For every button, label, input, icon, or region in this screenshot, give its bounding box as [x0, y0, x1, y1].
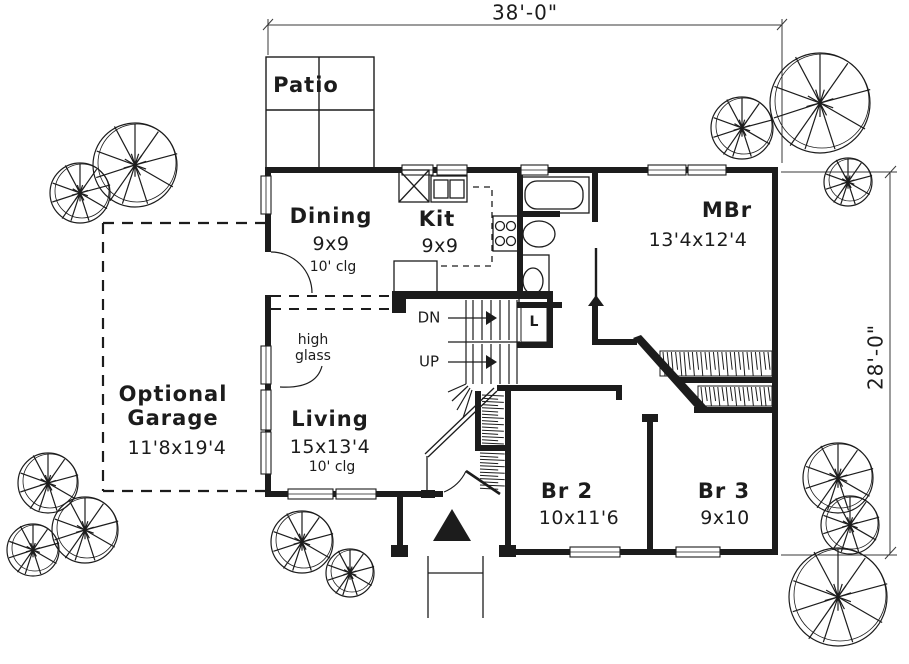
room-size-bedroom-2: 10x11'6	[538, 507, 620, 530]
tree-icon	[820, 495, 880, 555]
room-label-patio: Patio	[273, 72, 339, 97]
room-label-living: Living	[291, 406, 369, 431]
linen-closet-label: L	[529, 313, 539, 330]
room-size-garage: 11'8x19'4	[127, 437, 227, 460]
porch-steps	[427, 556, 484, 618]
closet-hatching	[479, 350, 773, 490]
bathtub-icon	[520, 176, 590, 214]
tree-icon	[92, 122, 178, 208]
room-ceiling-dining: 10' clg	[309, 258, 357, 275]
kitchen-fixtures	[393, 169, 520, 295]
sink-icon	[398, 169, 430, 203]
front-door-leaf	[465, 469, 501, 496]
room-ceiling-living: 10' clg	[308, 458, 356, 475]
tree-icon	[802, 442, 874, 514]
room-size-bedroom-3: 9x10	[700, 507, 750, 530]
room-size-master-bedroom: 13'4x12'4	[648, 229, 748, 252]
tree-icon	[823, 157, 873, 207]
room-size-living: 15x13'4	[289, 436, 371, 459]
room-label-kitchen: Kit	[418, 206, 456, 231]
room-size-kitchen: 9x9	[421, 235, 459, 258]
stove-icon	[430, 175, 468, 203]
tree-icon	[6, 523, 60, 577]
garage-door-arc	[270, 251, 313, 294]
stairs-up-label: UP	[418, 352, 440, 371]
bath-fixtures	[518, 176, 590, 306]
room-label-garage: Optional Garage	[118, 381, 228, 430]
linen-closet-box	[520, 302, 548, 343]
room-size-dining: 9x9	[312, 233, 350, 256]
tree-icon	[325, 548, 375, 598]
vanity-icon	[518, 254, 550, 306]
tree-icon	[270, 510, 334, 574]
height-dimension-label: 28'-0"	[863, 323, 888, 391]
tree-icon	[710, 96, 774, 160]
room-label-bedroom-2: Br 2	[540, 478, 594, 503]
doors	[270, 248, 598, 496]
tree-icon	[51, 496, 119, 564]
dimension-lines	[262, 18, 897, 560]
room-label-master-bedroom: MBr	[701, 197, 753, 222]
toilet-icon	[522, 220, 556, 248]
tree-icon	[769, 52, 871, 154]
ceiling-break-lines	[271, 295, 392, 310]
tree-icon	[49, 162, 111, 224]
high-glass-label: high glass	[295, 331, 331, 364]
stairs-down-label: DN	[417, 308, 441, 327]
trees	[6, 52, 888, 647]
tree-icon	[788, 547, 888, 647]
fridge-icon	[393, 260, 438, 295]
garage-outline	[101, 221, 265, 493]
window-sills	[265, 169, 726, 553]
cooktop-icon	[492, 215, 520, 252]
room-label-bedroom-3: Br 3	[697, 478, 751, 503]
width-dimension-label: 38'-0"	[491, 0, 559, 25]
room-label-dining: Dining	[289, 203, 373, 228]
tree-icon	[17, 452, 79, 514]
staircase	[447, 300, 548, 419]
